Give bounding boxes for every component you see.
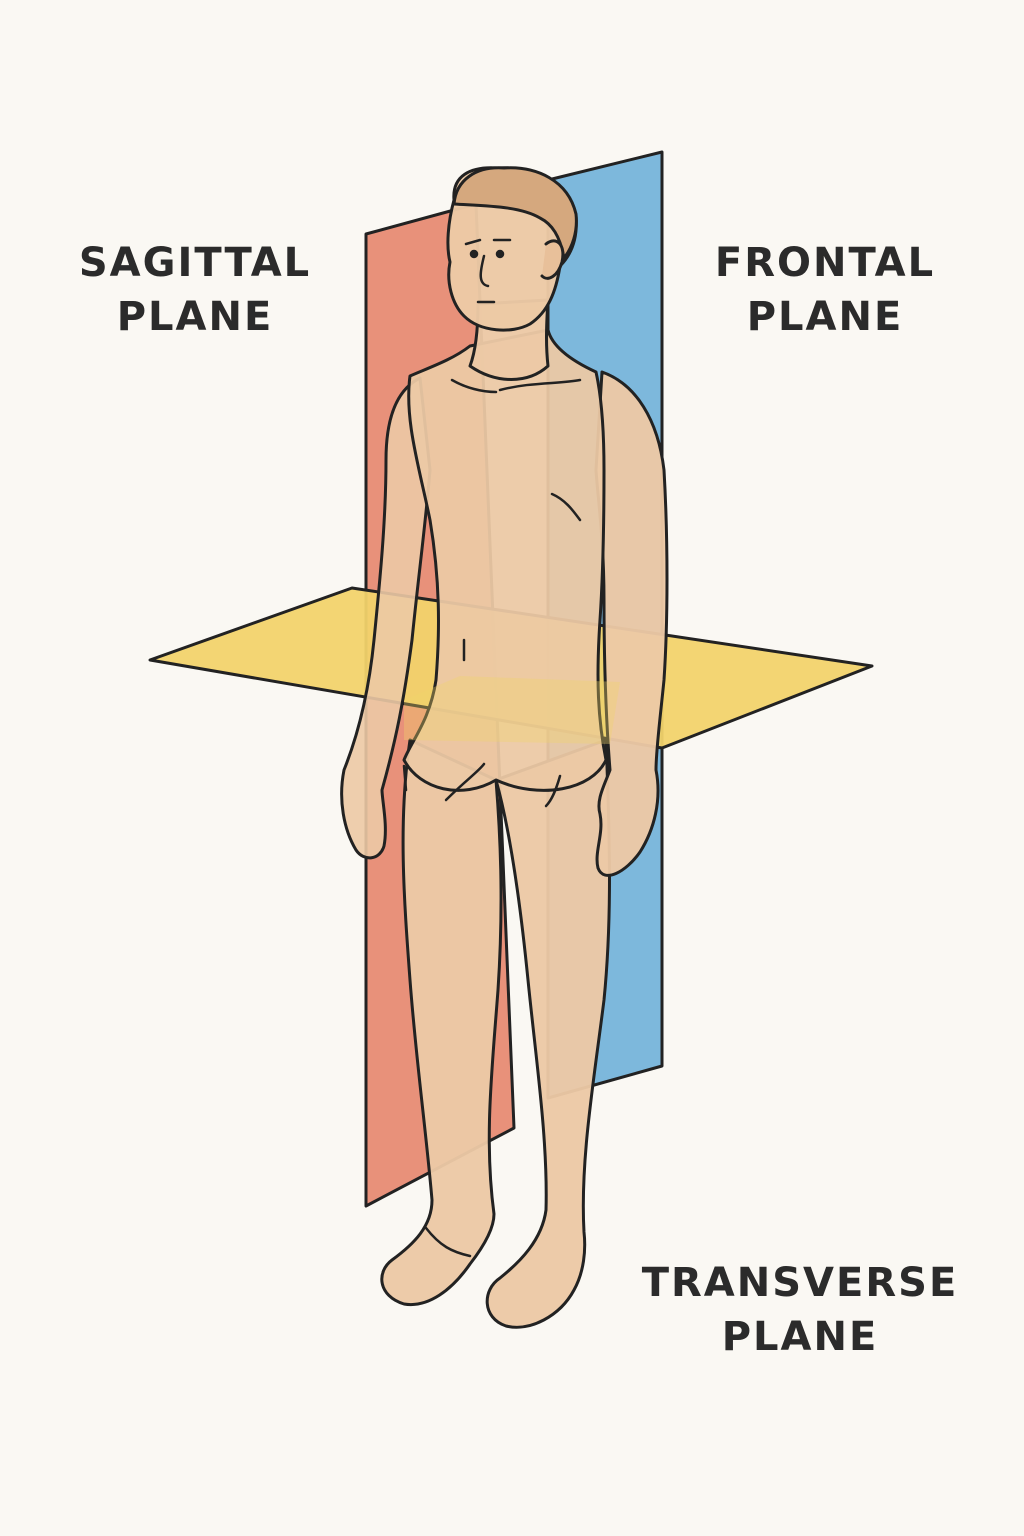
- transverse-label-line2: PLANE: [721, 1314, 879, 1360]
- right-leg: [485, 738, 611, 1329]
- human-figure: [340, 166, 669, 1329]
- transverse-plane-label: TRANSVERSE PLANE: [620, 1256, 980, 1364]
- figure-details: [402, 238, 582, 1258]
- left-arm: [340, 376, 432, 860]
- frontal-plane-label: FRONTAL PLANE: [690, 236, 960, 344]
- left-leg: [380, 738, 503, 1307]
- hair: [452, 166, 578, 260]
- transverse-plane-overlay: [404, 676, 620, 744]
- right-arm: [594, 370, 669, 877]
- frontal-label-line2: PLANE: [746, 294, 904, 340]
- ear: [540, 239, 565, 280]
- torso: [402, 328, 608, 792]
- sagittal-label-line1: SAGITTAL: [78, 240, 312, 286]
- transverse-label-line1: TRANSVERSE: [641, 1260, 959, 1306]
- frontal-label-line1: FRONTAL: [714, 240, 936, 286]
- sagittal-label-line2: PLANE: [116, 294, 274, 340]
- sagittal-plane-label: SAGITTAL PLANE: [60, 236, 330, 344]
